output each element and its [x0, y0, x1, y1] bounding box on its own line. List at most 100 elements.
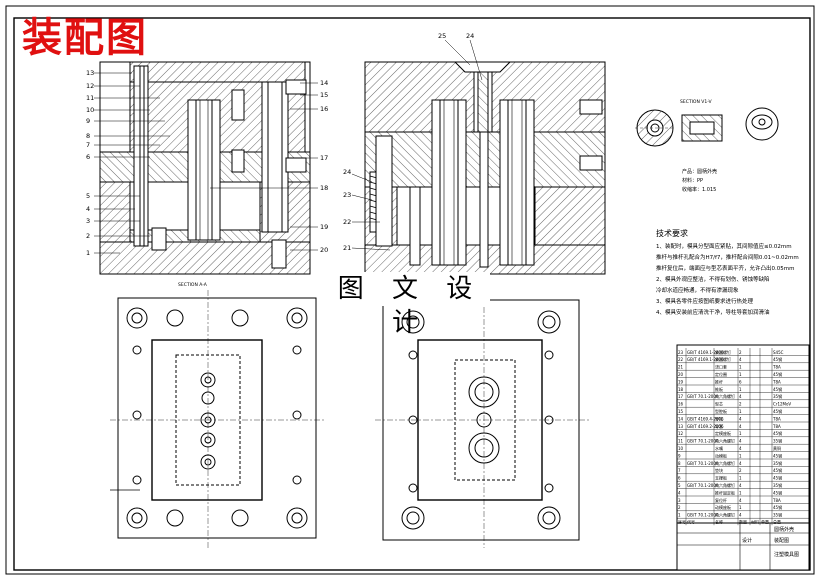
- bom-cell: 16: [678, 402, 684, 407]
- title-block-drawing-no: 注塑模具图: [774, 551, 799, 558]
- bom-cell: 22: [678, 357, 684, 362]
- callout-23: 23: [343, 191, 351, 199]
- bom-header-cell: 总重: [773, 519, 781, 525]
- tech-req-line-6: 3、模具各零件应按图纸要求进行热处理: [656, 297, 754, 305]
- bom-cell: 型腔板: [715, 408, 727, 414]
- callout-24-top: 24: [466, 32, 474, 40]
- bom-cell: 定位圈: [715, 371, 727, 377]
- bom-cell: 6: [678, 476, 681, 481]
- bom-cell: GB/T 70.1-2000: [687, 439, 719, 444]
- bom-cell: 4: [739, 513, 742, 518]
- bom-cell: T8A: [772, 365, 781, 370]
- detail-note-product: 产品：圆柄外壳: [682, 168, 717, 175]
- bom-cell: 12: [678, 431, 684, 436]
- bom-cell: 1: [739, 505, 742, 510]
- plan-view-fixed-half: [375, 295, 590, 548]
- bom-header-cell: 单重: [761, 519, 769, 525]
- bom-cell: 1: [678, 513, 681, 518]
- bom-header-cell: 名称: [715, 519, 723, 525]
- bom-cell: 14: [678, 416, 684, 421]
- bom-cell: 紧固螺钉: [715, 349, 731, 355]
- bom-cell: T8A: [772, 416, 781, 421]
- bom-cell: 内六角螺钉: [715, 438, 735, 444]
- bom-header-cell: 数量: [739, 519, 747, 525]
- bom-cell: 1: [739, 490, 742, 495]
- part-detail-view: SECTION V1-V: [635, 99, 779, 147]
- bom-cell: 19: [678, 379, 684, 384]
- callout-8: 8: [86, 132, 90, 140]
- plan-view-moving-half: SECTION A-A: [110, 282, 324, 548]
- bom-cell: 8: [678, 461, 681, 466]
- bom-cell: 动模板: [715, 452, 727, 458]
- bom-cell: T8A: [772, 424, 781, 429]
- bom-cell: 17: [678, 394, 684, 399]
- bom-cell: 45钢: [773, 356, 782, 362]
- bom-cell: GB/T 70.1-2000: [687, 513, 719, 518]
- bom-cell: 黄铜: [773, 445, 781, 451]
- callout-16: 16: [320, 105, 328, 113]
- section-view-b: [364, 61, 606, 275]
- bom-cell: 1: [739, 365, 742, 370]
- tech-req-line-7: 4、模具安装前应清洗干净，导柱导套加润滑油: [656, 308, 770, 316]
- callout-2: 2: [86, 232, 90, 240]
- tech-req-title: 技术要求: [656, 228, 688, 238]
- bom-cell: 1: [739, 372, 742, 377]
- bom-cell: 型芯: [715, 401, 723, 407]
- bom-cell: 7: [678, 468, 681, 473]
- bom-cell: 4: [739, 424, 742, 429]
- tech-req-line-1: 1、装配时，模具分型面应紧贴，其间隙值应≤0.02mm: [656, 242, 792, 250]
- bom-cell: 35钢: [773, 460, 782, 466]
- bom-cell: 23: [678, 350, 684, 355]
- bom-cell: 水嘴: [715, 445, 723, 451]
- bom-cell: 导柱: [715, 415, 723, 421]
- bom-cell: 4: [739, 498, 742, 503]
- callout-3: 3: [86, 217, 90, 225]
- callouts-left: 13 12 11 10 9 8 7 6 5 4 3 2 1: [86, 69, 170, 257]
- tech-req-line-5: 冷却水道应畅通，不得有渗漏现象: [656, 286, 739, 294]
- bom-cell: 1: [739, 387, 742, 392]
- bom-cell: 支撑板: [715, 475, 727, 481]
- bom-cell: 1: [739, 409, 742, 414]
- bom-cell: GB/T 70.1-2000: [687, 483, 719, 488]
- bom-cell: 定模座板: [715, 430, 731, 436]
- detail-notes: 产品：圆柄外壳 材料：PP 收缩率：1.015: [682, 168, 717, 193]
- bom-cell: 垫块: [715, 467, 723, 473]
- callout-20: 20: [320, 246, 328, 254]
- callout-22: 22: [343, 218, 351, 226]
- bom-cell: 4: [739, 446, 742, 451]
- bom-cell: 紧固螺钉: [715, 356, 731, 362]
- bom-cell: 4: [739, 416, 742, 421]
- callout-12: 12: [86, 82, 94, 90]
- bom-cell: 推板: [715, 386, 723, 392]
- bom-cell: GB/T 4169.2-2006: [687, 424, 724, 429]
- bom-cell: 45钢: [773, 452, 782, 458]
- watermark-center: 图 文 设 计: [330, 272, 490, 338]
- bom-cell: GB/T 70.1-2000: [687, 461, 719, 466]
- bom-cell: 5: [678, 483, 681, 488]
- bom-cell: 4: [739, 394, 742, 399]
- callout-7: 7: [86, 141, 90, 149]
- bom-cell: 35钢: [773, 512, 782, 518]
- bom-cell: 1: [739, 431, 742, 436]
- callouts-right: 25 24 24 23 22 21: [343, 32, 483, 252]
- callout-14: 14: [320, 79, 328, 87]
- bom-cell: 4: [739, 357, 742, 362]
- bom-cell: 内六角螺钉: [715, 460, 735, 466]
- callout-10: 10: [86, 106, 94, 114]
- bom-cell: 15: [678, 409, 684, 414]
- bom-cell: 2: [739, 350, 742, 355]
- bom-header-cell: 材料: [751, 519, 759, 525]
- bom-cell: 6: [739, 379, 742, 384]
- bom-cell: 推杆固定板: [715, 489, 735, 495]
- inner-border: [13, 17, 811, 571]
- bom-cell: 内六角螺钉: [715, 482, 735, 488]
- callout-15: 15: [320, 91, 328, 99]
- bom-cell: 1: [739, 476, 742, 481]
- bom-cell: S45C: [773, 350, 784, 355]
- callout-13: 13: [86, 69, 94, 77]
- bom-cell: 内六角螺钉: [715, 393, 735, 399]
- callout-1: 1: [86, 249, 90, 257]
- callout-6: 6: [86, 153, 90, 161]
- title-block: 圆柄外壳 装配图 注塑模具图 设计: [677, 522, 809, 570]
- bom-cell: 45钢: [773, 430, 782, 436]
